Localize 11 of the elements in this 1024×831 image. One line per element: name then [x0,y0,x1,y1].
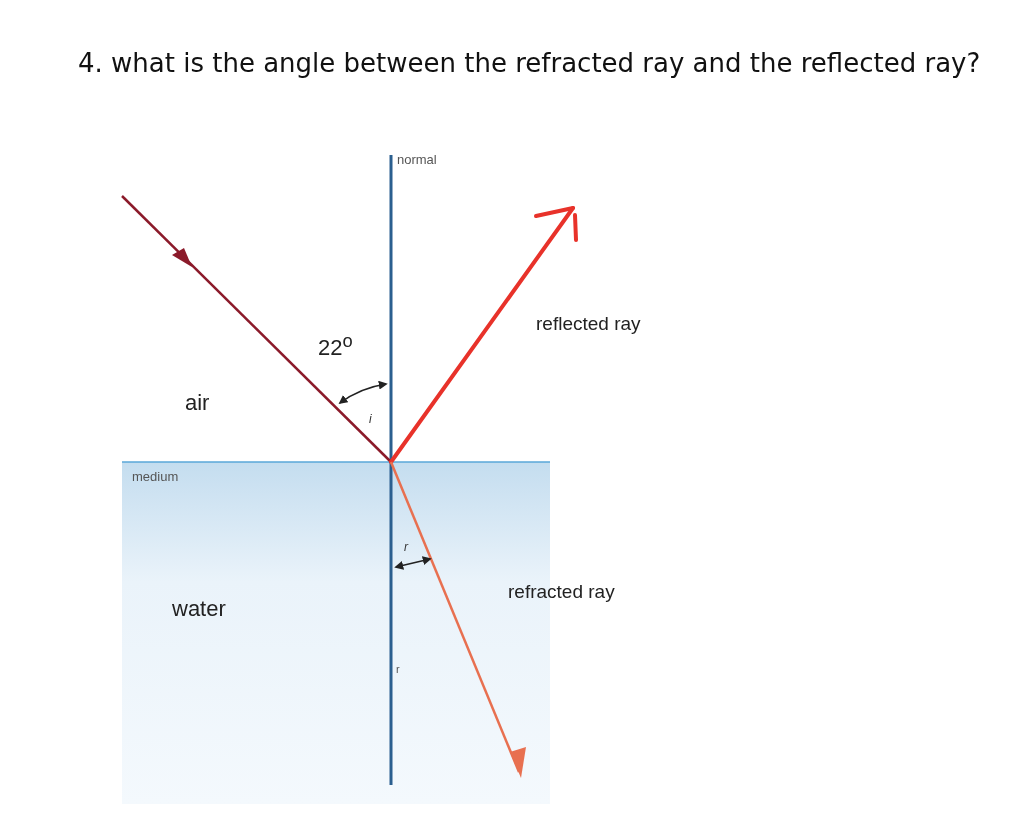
question-text: 4. what is the angle between the refracted ray and the reflected ray? [78,48,981,78]
angle-symbol: i [369,413,372,425]
region-label: air [185,392,210,414]
ray-label: refracted ray [508,582,615,601]
region-label: water [172,598,226,620]
ray-label: reflected ray [536,314,641,333]
angle-label: 22$^{o}$ [318,332,353,360]
region-label: medium [132,470,179,483]
angle-symbol: r [404,541,408,553]
axis-label: normal [397,153,437,166]
angle-symbol: r [396,664,400,675]
